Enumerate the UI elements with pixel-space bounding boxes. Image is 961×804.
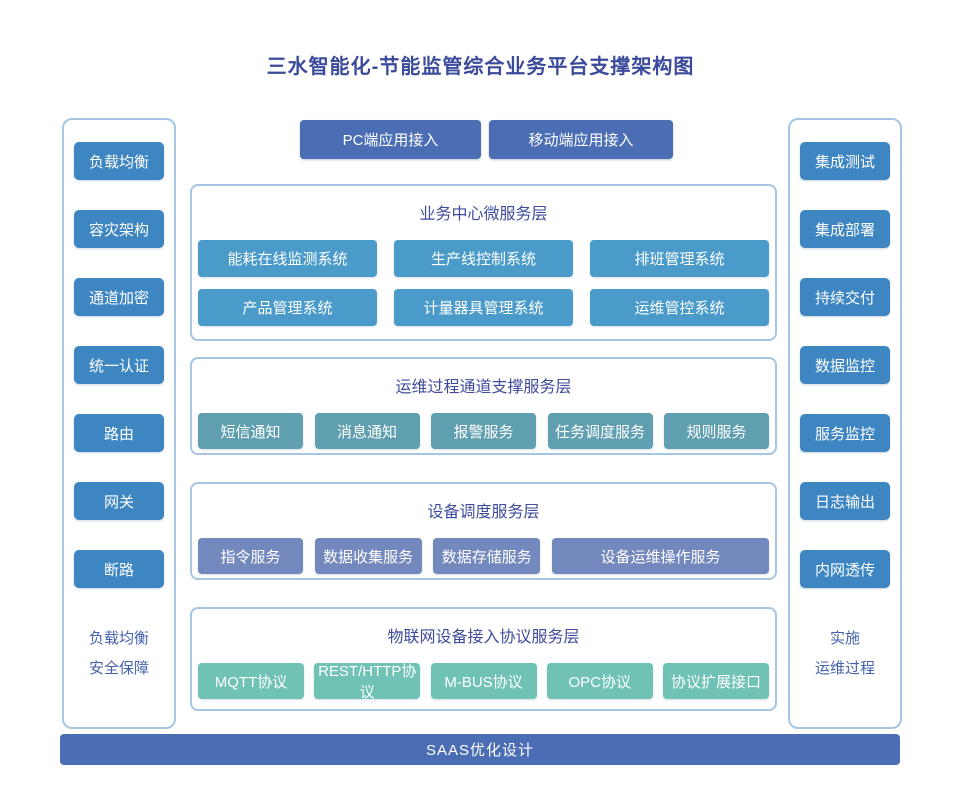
rule-service-box: 规则服务 xyxy=(664,413,769,449)
intranet-passthrough-box: 内网透传 xyxy=(800,550,890,588)
energy-monitoring-box: 能耗在线监测系统 xyxy=(198,240,377,277)
load-balancing-box: 负载均衡 xyxy=(74,142,164,180)
routing-box: 路由 xyxy=(74,414,164,452)
business-microservices-layer: 业务中心微服务层 能耗在线监测系统 生产线控制系统 排班管理系统 产品管理系统 … xyxy=(190,184,777,341)
right-panel-caption-line2: 运维过程 xyxy=(814,660,875,677)
right-panel: 集成测试 集成部署 持续交付 数据监控 服务监控 日志输出 内网透传 实施 运维… xyxy=(788,118,902,729)
right-panel-caption-line1: 实施 xyxy=(829,630,860,647)
iot-protocol-layer: 物联网设备接入协议服务层 MQTT协议 REST/HTTP协议 M-BUS协议 … xyxy=(190,607,777,711)
unified-auth-box: 统一认证 xyxy=(74,346,164,384)
section-header: 物联网设备接入协议服务层 xyxy=(387,629,580,646)
section-row: 能耗在线监测系统 生产线控制系统 排班管理系统 xyxy=(198,240,769,277)
saas-optimization-bar: SAAS优化设计 xyxy=(60,734,900,765)
device-scheduling-layer: 设备调度服务层 指令服务 数据收集服务 数据存储服务 设备运维操作服务 xyxy=(190,482,777,580)
shift-management-box: 排班管理系统 xyxy=(590,240,769,277)
left-panel-caption-line1: 负载均衡 xyxy=(88,630,149,647)
ops-control-box: 运维管控系统 xyxy=(590,289,769,326)
task-scheduling-box: 任务调度服务 xyxy=(547,413,653,449)
left-panel-caption-line2: 安全保障 xyxy=(88,660,149,677)
section-header: 业务中心微服务层 xyxy=(419,206,548,223)
service-monitoring-box: 服务监控 xyxy=(800,414,890,452)
production-line-control-box: 生产线控制系统 xyxy=(394,240,573,277)
device-ops-operation-box: 设备运维操作服务 xyxy=(551,538,769,574)
diagram-title: 三水智能化-节能监管综合业务平台支撑架构图 xyxy=(266,56,695,78)
message-notification-box: 消息通知 xyxy=(314,413,420,449)
product-management-box: 产品管理系统 xyxy=(198,289,377,326)
m-bus-protocol-box: M-BUS协议 xyxy=(430,663,537,699)
data-storage-box: 数据存储服务 xyxy=(433,538,541,574)
integration-testing-box: 集成测试 xyxy=(800,142,890,180)
left-panel-caption: 负载均衡 安全保障 xyxy=(89,624,149,684)
section-row: MQTT协议 REST/HTTP协议 M-BUS协议 OPC协议 协议扩展接口 xyxy=(198,663,769,701)
metering-device-management-box: 计量器具管理系统 xyxy=(394,289,573,326)
section-row: 指令服务 数据收集服务 数据存储服务 设备运维操作服务 xyxy=(198,538,769,574)
pc-access-box: PC端应用接入 xyxy=(300,120,481,159)
protocol-extension-box: 协议扩展接口 xyxy=(663,663,769,699)
alarm-service-box: 报警服务 xyxy=(431,413,536,449)
section-header: 运维过程通道支撑服务层 xyxy=(395,379,572,396)
opc-protocol-box: OPC协议 xyxy=(546,663,653,699)
left-panel: 负载均衡 容灾架构 通道加密 统一认证 路由 网关 断路 负载均衡 安全保障 xyxy=(62,118,176,729)
rest-http-protocol-box: REST/HTTP协议 xyxy=(314,663,421,701)
section-row: 短信通知 消息通知 报警服务 任务调度服务 规则服务 xyxy=(198,413,769,449)
right-panel-caption: 实施 运维过程 xyxy=(815,624,875,684)
continuous-delivery-box: 持续交付 xyxy=(800,278,890,316)
section-row: 产品管理系统 计量器具管理系统 运维管控系统 xyxy=(198,289,769,326)
mobile-access-box: 移动端应用接入 xyxy=(489,120,673,159)
integration-deployment-box: 集成部署 xyxy=(800,210,890,248)
data-collection-box: 数据收集服务 xyxy=(314,538,422,574)
channel-encryption-box: 通道加密 xyxy=(74,278,164,316)
gateway-box: 网关 xyxy=(74,482,164,520)
sms-notification-box: 短信通知 xyxy=(198,413,303,449)
disaster-recovery-box: 容灾架构 xyxy=(74,210,164,248)
circuit-breaker-box: 断路 xyxy=(74,550,164,588)
data-monitoring-box: 数据监控 xyxy=(800,346,890,384)
ops-channel-support-layer: 运维过程通道支撑服务层 短信通知 消息通知 报警服务 任务调度服务 规则服务 xyxy=(190,357,777,455)
section-header: 设备调度服务层 xyxy=(427,504,540,521)
mqtt-protocol-box: MQTT协议 xyxy=(198,663,304,699)
command-service-box: 指令服务 xyxy=(198,538,303,574)
log-output-box: 日志输出 xyxy=(800,482,890,520)
